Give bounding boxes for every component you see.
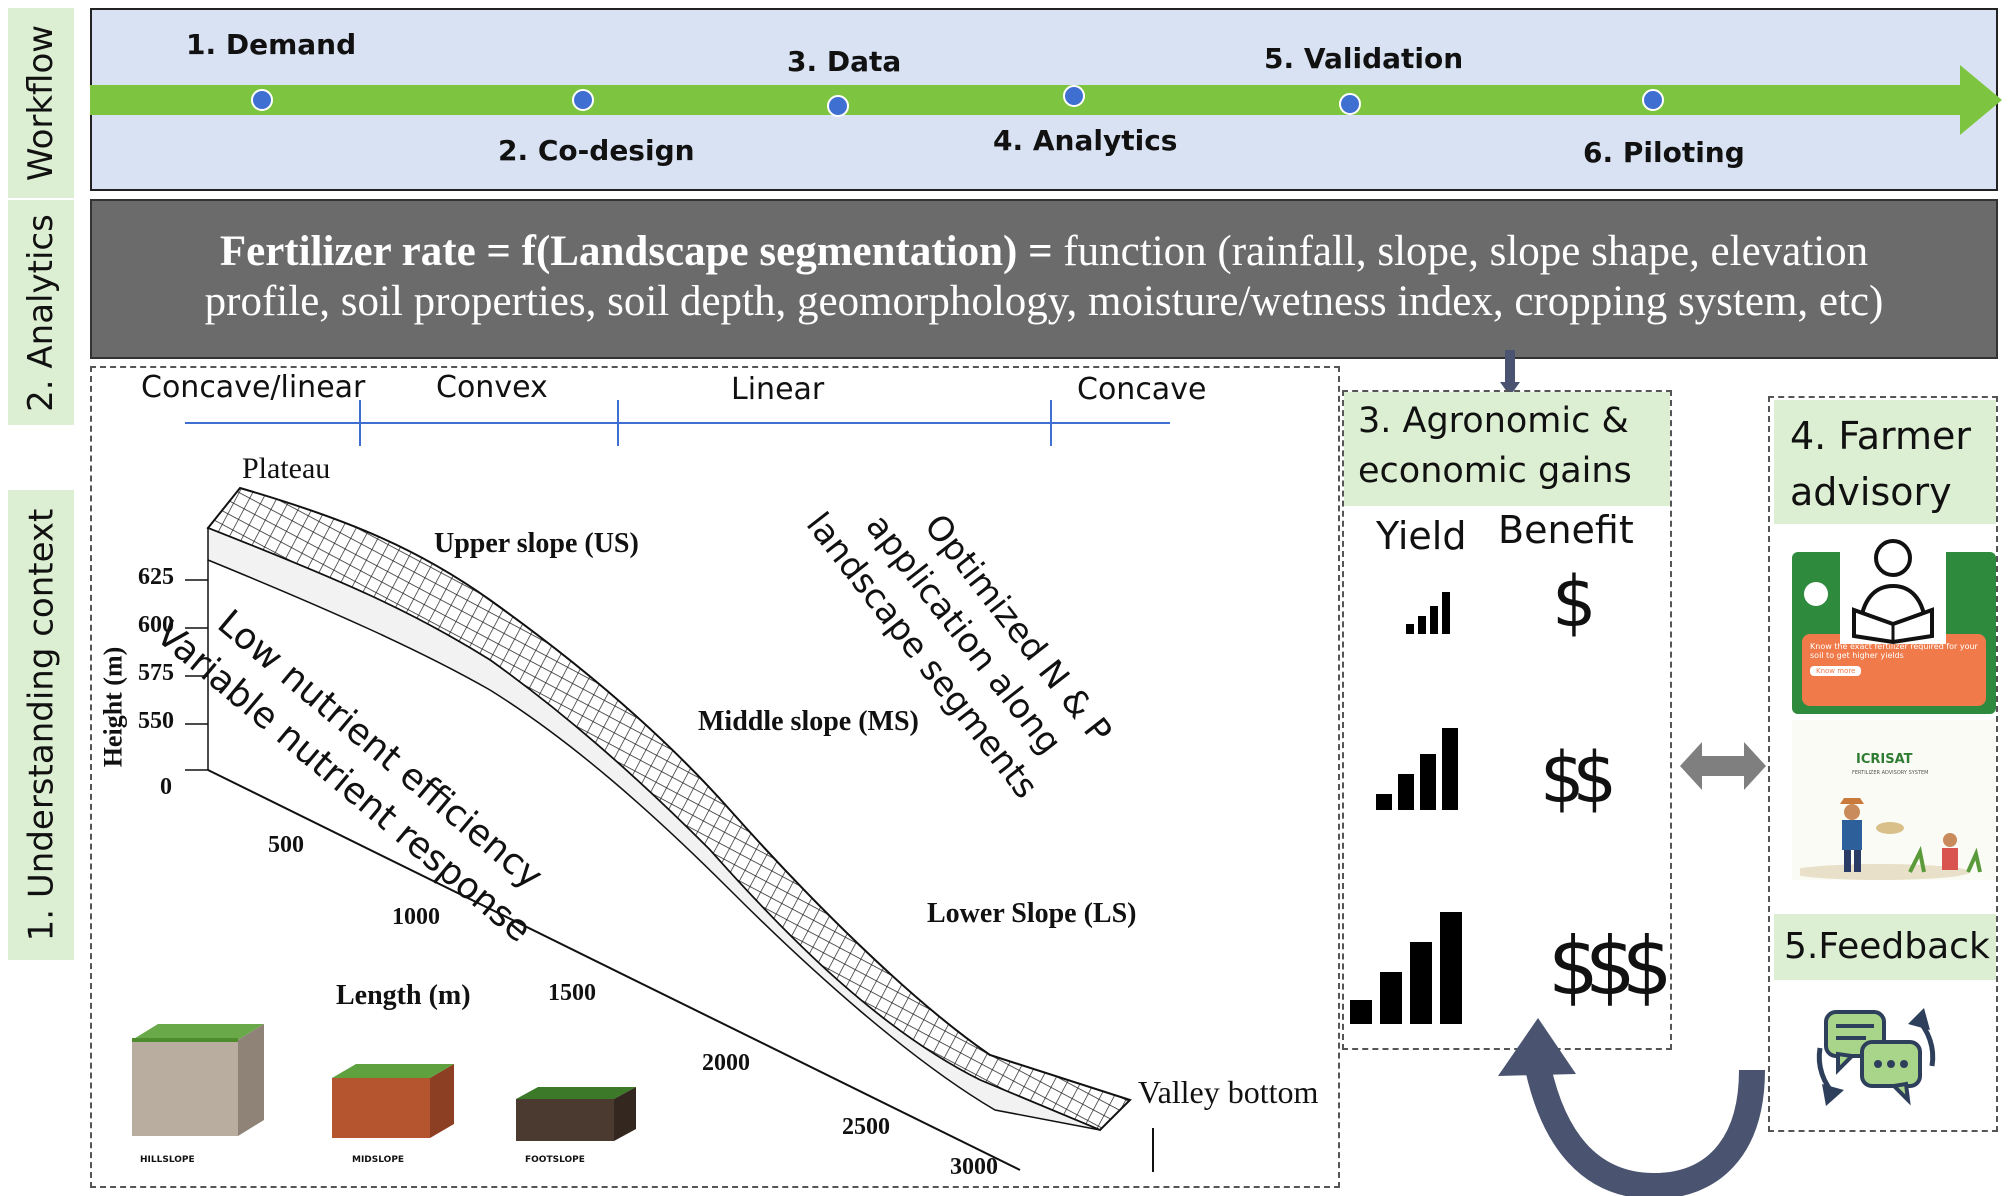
height-tick-575: 575 xyxy=(138,660,174,686)
length-tick-500: 500 xyxy=(268,832,304,858)
sidebar-analytics-label: 2. Analytics xyxy=(8,200,74,425)
length-tick-3000: 3000 xyxy=(950,1154,998,1180)
height-axis-label: Height (m) xyxy=(98,646,127,768)
label-upper-slope: Upper slope (US) xyxy=(434,528,639,559)
advisory-panel xyxy=(1768,396,1998,1132)
advisory-title-line-2: advisory xyxy=(1790,470,1952,514)
gains-panel xyxy=(1342,390,1672,1050)
workflow-step-5: 5. Validation xyxy=(1264,42,1464,75)
workflow-step-4: 4. Analytics xyxy=(993,124,1178,157)
gains-title-line-1: 3. Agronomic & xyxy=(1358,401,1629,441)
workflow-dot-4 xyxy=(1063,85,1085,107)
workflow-dot-2 xyxy=(572,89,594,111)
double-arrow-icon xyxy=(1680,742,1766,790)
phone-avatar xyxy=(1804,582,1828,606)
benefit-high: $$$ xyxy=(1548,920,1673,1013)
sidebar-context-text: 1. Understanding context xyxy=(21,508,62,942)
benefit-medium: $$ xyxy=(1540,737,1617,819)
icrisat-subtitle: FERTILIZER ADVISORY SYSTEM xyxy=(1852,770,1929,776)
feedback-title: 5.Feedback xyxy=(1784,926,1990,967)
yield-signal-icon-low xyxy=(1406,592,1450,634)
sidebar-context-label: 1. Understanding context xyxy=(8,490,74,960)
soil-block-midslope-label: MIDSLOPE xyxy=(352,1155,405,1165)
label-middle-slope: Middle slope (MS) xyxy=(698,706,919,737)
yield-signal-icon-medium xyxy=(1376,728,1458,810)
landscape-panel xyxy=(90,366,1340,1188)
height-tick-600: 600 xyxy=(138,612,174,638)
advisory-title-line-1: 4. Farmer xyxy=(1790,414,1971,458)
workflow-dot-6 xyxy=(1642,89,1664,111)
workflow-step-1: 1. Demand xyxy=(186,28,357,61)
soil-block-midslope xyxy=(332,1064,454,1138)
formula-down-arrow xyxy=(1500,350,1520,396)
gains-col-yield: Yield xyxy=(1376,514,1467,558)
sidebar-analytics-text: 2. Analytics xyxy=(21,213,61,412)
label-lower-slope: Lower Slope (LS) xyxy=(927,898,1137,929)
height-tick-625: 625 xyxy=(138,564,174,590)
shape-label-convex: Convex xyxy=(436,370,548,405)
farmer-illustration xyxy=(1800,798,1982,880)
length-tick-1000: 1000 xyxy=(392,904,440,930)
formula-bold: Fertilizer rate = f(Landscape segmentati… xyxy=(219,228,1053,275)
soil-block-footslope xyxy=(516,1087,636,1141)
gains-title-box: 3. Agronomic & economic gains xyxy=(1344,392,1670,506)
label-valley-bottom: Valley bottom xyxy=(1138,1074,1319,1110)
workflow-step-2: 2. Co-design xyxy=(498,134,695,167)
shape-label-concave-linear: Concave/linear xyxy=(141,370,366,405)
sidebar-workflow-text: Workflow xyxy=(21,24,61,182)
phone-button[interactable]: Know more xyxy=(1810,666,1862,676)
shape-divider-line xyxy=(185,400,1170,446)
terrain-mesh xyxy=(185,486,1154,1172)
workflow-dot-1 xyxy=(251,89,273,111)
feedback-title-box: 5.Feedback xyxy=(1774,914,1996,980)
icrisat-card: ICRISAT FERTILIZER ADVISORY SYSTEM xyxy=(1792,720,1996,880)
workflow-dot-5 xyxy=(1339,93,1361,115)
analytics-formula-box: Fertilizer rate = f(Landscape segmentati… xyxy=(90,199,1998,359)
workflow-arrow xyxy=(90,65,2002,135)
height-tick-0: 0 xyxy=(160,774,172,800)
gains-title-line-2: economic gains xyxy=(1358,451,1632,491)
formula-line-2: profile, soil properties, soil depth, ge… xyxy=(204,278,1884,325)
phone-text-card: Know the exact fertilizer required for y… xyxy=(1802,634,1986,706)
icrisat-brand: ICRISAT xyxy=(1856,752,1913,767)
advisory-title-box: 4. Farmer advisory xyxy=(1774,400,1996,524)
workflow-dot-3 xyxy=(827,95,849,117)
shape-label-concave: Concave xyxy=(1077,372,1207,407)
gains-col-benefit: Benefit xyxy=(1498,508,1634,552)
shape-label-linear: Linear xyxy=(731,372,825,407)
workflow-step-3: 3. Data xyxy=(787,45,902,78)
yield-signal-icon-high xyxy=(1350,912,1462,1024)
soil-block-hillslope-label: HILLSLOPE xyxy=(140,1155,195,1165)
phone-text: Know the exact fertilizer required for y… xyxy=(1810,642,1978,660)
height-tick-550: 550 xyxy=(138,708,174,734)
workflow-step-6: 6. Piloting xyxy=(1583,136,1745,169)
length-tick-1500: 1500 xyxy=(548,980,596,1006)
length-tick-2000: 2000 xyxy=(702,1050,750,1076)
soil-block-footslope-label: FOOTSLOPE xyxy=(525,1155,585,1165)
length-axis-label: Length (m) xyxy=(336,980,471,1011)
label-plateau: Plateau xyxy=(242,452,331,485)
length-tick-2500: 2500 xyxy=(842,1114,890,1140)
sidebar-workflow-label: Workflow xyxy=(8,8,74,198)
formula-rest: function (rainfall, slope, slope shape, … xyxy=(1063,228,1869,275)
feedback-chat-icon xyxy=(1816,1008,1936,1106)
reading-person-icon xyxy=(1840,532,1946,644)
benefit-low: $ xyxy=(1552,561,1597,643)
feedback-curved-arrow xyxy=(1498,1018,1765,1196)
soil-block-hillslope xyxy=(132,1024,264,1136)
